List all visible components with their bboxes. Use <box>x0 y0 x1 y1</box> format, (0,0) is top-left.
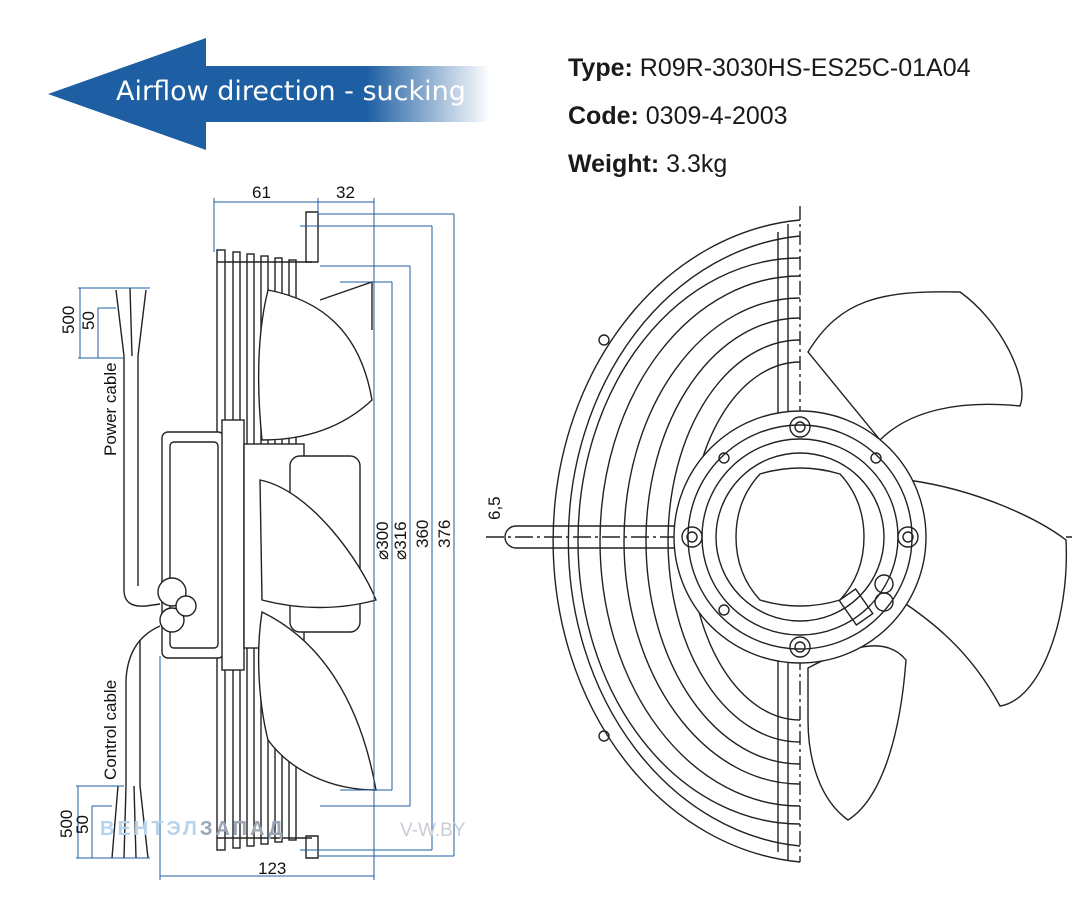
watermark-brand-a: ВЕНТЭЛ <box>100 818 200 840</box>
watermark-site: V-W.BY <box>400 820 466 841</box>
side-view <box>111 211 377 859</box>
weight-value: 3.3kg <box>666 150 728 178</box>
dim-316: ⌀316 <box>391 521 410 560</box>
dim-61: 61 <box>252 183 271 202</box>
control-cable-label: Control cable <box>101 680 120 780</box>
watermark-brand: ВЕНТЭЛЗАПАД <box>100 818 285 841</box>
control-cable-50: 50 <box>73 815 92 834</box>
dim-300: ⌀300 <box>373 521 392 560</box>
power-cable-50: 50 <box>79 311 98 330</box>
watermark-brand-b: ЗАПАД <box>199 818 286 840</box>
code-line: Code: 0309-4-2003 <box>568 92 971 140</box>
side-dimensions <box>76 198 455 880</box>
power-cable-label: Power cable <box>101 362 120 456</box>
code-value: 0309-4-2003 <box>645 102 788 130</box>
spec-block: Type: R09R-3030HS-ES25C-01A04 Code: 0309… <box>568 44 971 188</box>
front-view <box>486 206 1072 863</box>
control-cable-500: 500 <box>57 810 76 838</box>
power-cable-500: 500 <box>59 306 78 334</box>
airflow-label: Airflow direction - sucking <box>116 76 466 107</box>
code-key: Code: <box>568 102 639 130</box>
dim-32: 32 <box>336 183 355 202</box>
type-value: R09R-3030HS-ES25C-01A04 <box>639 54 971 82</box>
dim-123: 123 <box>258 859 286 878</box>
type-key: Type: <box>568 54 633 82</box>
dim-360: 360 <box>413 520 432 548</box>
airflow-arrow <box>48 38 490 150</box>
type-line: Type: R09R-3030HS-ES25C-01A04 <box>568 44 971 92</box>
weight-key: Weight: <box>568 150 660 178</box>
weight-line: Weight: 3.3kg <box>568 140 971 188</box>
dim-6-5: 6,5 <box>485 496 504 520</box>
dim-376: 376 <box>435 520 454 548</box>
